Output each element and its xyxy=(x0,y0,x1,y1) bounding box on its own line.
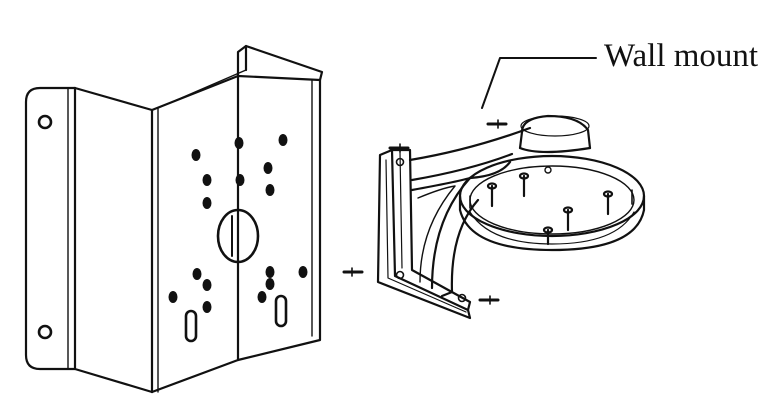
wall-mount-bracket xyxy=(376,114,646,320)
wall-mount-leader-line xyxy=(481,57,597,109)
wall-mount-label: Wall mount xyxy=(604,38,759,74)
corner-mount-bracket xyxy=(24,44,324,394)
mounting-screws xyxy=(342,119,508,305)
